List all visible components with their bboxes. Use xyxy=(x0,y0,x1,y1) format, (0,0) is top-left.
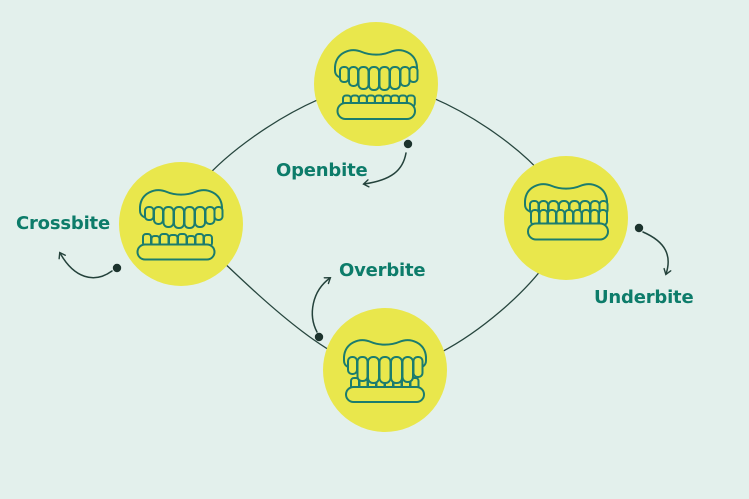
underbite-connector-dot xyxy=(634,223,644,233)
underbite-label: Underbite xyxy=(594,287,694,308)
overbite-label: Overbite xyxy=(339,260,426,281)
crossbite-arrow xyxy=(58,251,113,279)
underbite-arrow xyxy=(642,231,672,276)
crossbite-node xyxy=(119,162,243,286)
underbite-node xyxy=(504,156,628,280)
openbite-teeth-icon xyxy=(334,49,419,120)
openbite-label: Openbite xyxy=(276,160,368,181)
connector-annotations xyxy=(58,139,672,342)
crossbite-connector-dot xyxy=(112,263,122,273)
overbite-teeth-icon xyxy=(343,339,427,403)
overbite-connector-dot xyxy=(314,332,324,342)
overbite-arrow xyxy=(311,276,332,333)
openbite-arrow xyxy=(362,152,407,188)
openbite-connector-dot xyxy=(403,139,413,149)
openbite-node xyxy=(314,22,438,146)
overbite-node xyxy=(323,308,447,432)
underbite-teeth-icon xyxy=(524,183,609,241)
crossbite-teeth-icon xyxy=(136,189,224,261)
crossbite-label: Crossbite xyxy=(16,213,110,234)
